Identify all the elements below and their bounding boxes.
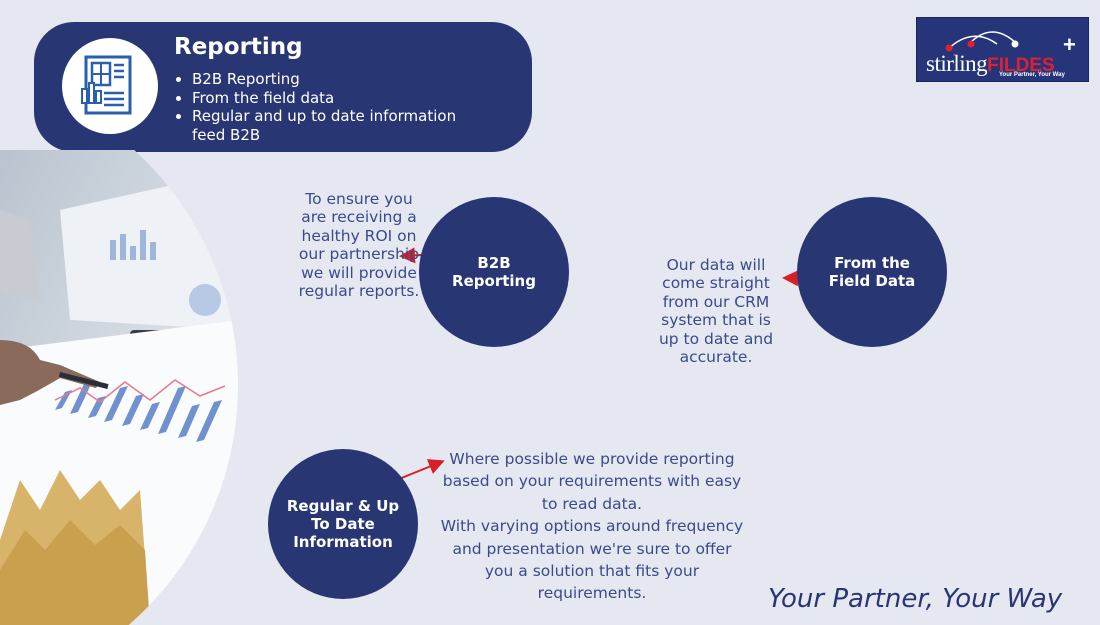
regular-description-p2: With varying options around frequency an… — [440, 517, 744, 603]
banner-bullet-list: B2B Reporting From the field data Regula… — [176, 70, 492, 144]
field-description: Our data will come straight from our CRM… — [658, 256, 774, 367]
report-document-icon — [62, 38, 158, 134]
b2b-reporting-label: B2B Reporting — [452, 254, 536, 290]
field-data-circle: From the Field Data — [797, 197, 947, 347]
tagline: Your Partner, Your Way — [768, 584, 1063, 614]
bullet-item: B2B Reporting — [192, 70, 492, 89]
field-data-label: From the Field Data — [828, 254, 916, 290]
header-banner: Reporting B2B Reporting From the field d… — [34, 22, 532, 152]
logo-plus-icon: + — [1063, 32, 1076, 57]
regular-description: Where possible we provide reporting base… — [440, 448, 744, 605]
logo-tagline: Your Partner, Your Way — [999, 72, 1065, 78]
banner-title: Reporting — [174, 34, 303, 60]
bullet-item: Regular and up to date information feed … — [192, 107, 492, 144]
b2b-description: To ensure you are receiving a healthy RO… — [298, 190, 420, 301]
report-photo — [0, 150, 240, 625]
stirling-fildes-logo: stirlingFILDES + Your Partner, Your Way — [916, 17, 1089, 82]
regular-description-p1: Where possible we provide reporting base… — [442, 450, 742, 513]
bullet-item: From the field data — [192, 89, 492, 108]
logo-wordmark: stirlingFILDES — [926, 51, 1055, 76]
regular-info-label: Regular & Up To Date Information — [286, 497, 400, 551]
regular-info-circle: Regular & Up To Date Information — [268, 449, 418, 599]
b2b-reporting-circle: B2B Reporting — [419, 197, 569, 347]
